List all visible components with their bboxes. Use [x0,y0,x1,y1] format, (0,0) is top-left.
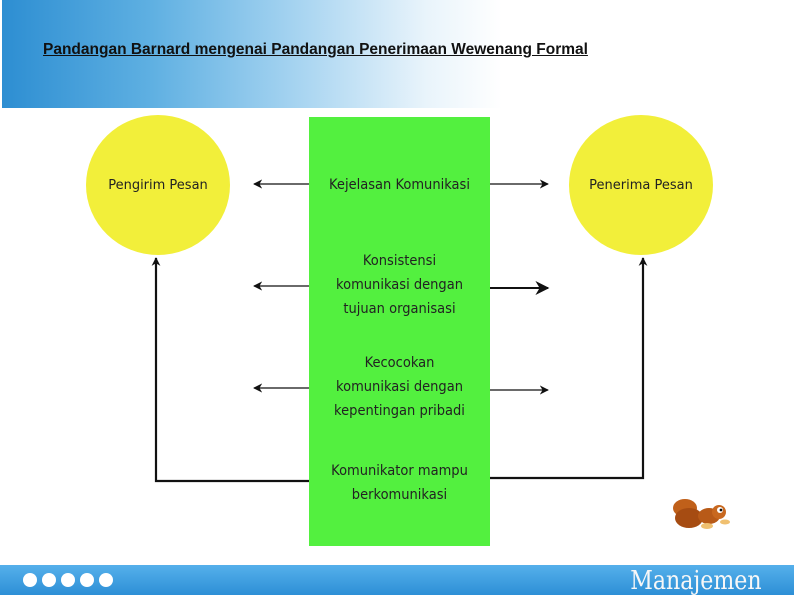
slide-title: Pandangan Barnard mengenai Pandangan Pen… [43,41,588,58]
dot-icon [42,573,56,587]
dot-icon [80,573,94,587]
factor-compatibility: Kecocokan komunikasi dengan kepentingan … [334,355,465,419]
footer-brand: Manajemen [630,566,762,596]
squirrel-mascot-icon [673,499,730,529]
receiver-circle: Penerima Pesan [569,115,713,255]
factor-communicator-ability: Komunikator mampu berkomunikasi [331,463,468,503]
factor-consistency: Konsistensi komunikasi dengan tujuan org… [335,253,463,317]
dot-icon [61,573,75,587]
dot-icon [23,573,37,587]
feedback-line-left [151,257,309,483]
factors-panel [309,117,490,546]
sender-circle: Pengirim Pesan [86,115,230,255]
feedback-line-right [490,257,648,480]
pagination-dots [23,573,113,587]
dot-icon [99,573,113,587]
header-gradient-band [2,0,502,108]
receiver-label: Penerima Pesan [589,177,693,193]
sender-label: Pengirim Pesan [108,177,208,193]
footer-band: Manajemen [0,565,794,596]
factor-clarity: Kejelasan Komunikasi [329,177,470,193]
